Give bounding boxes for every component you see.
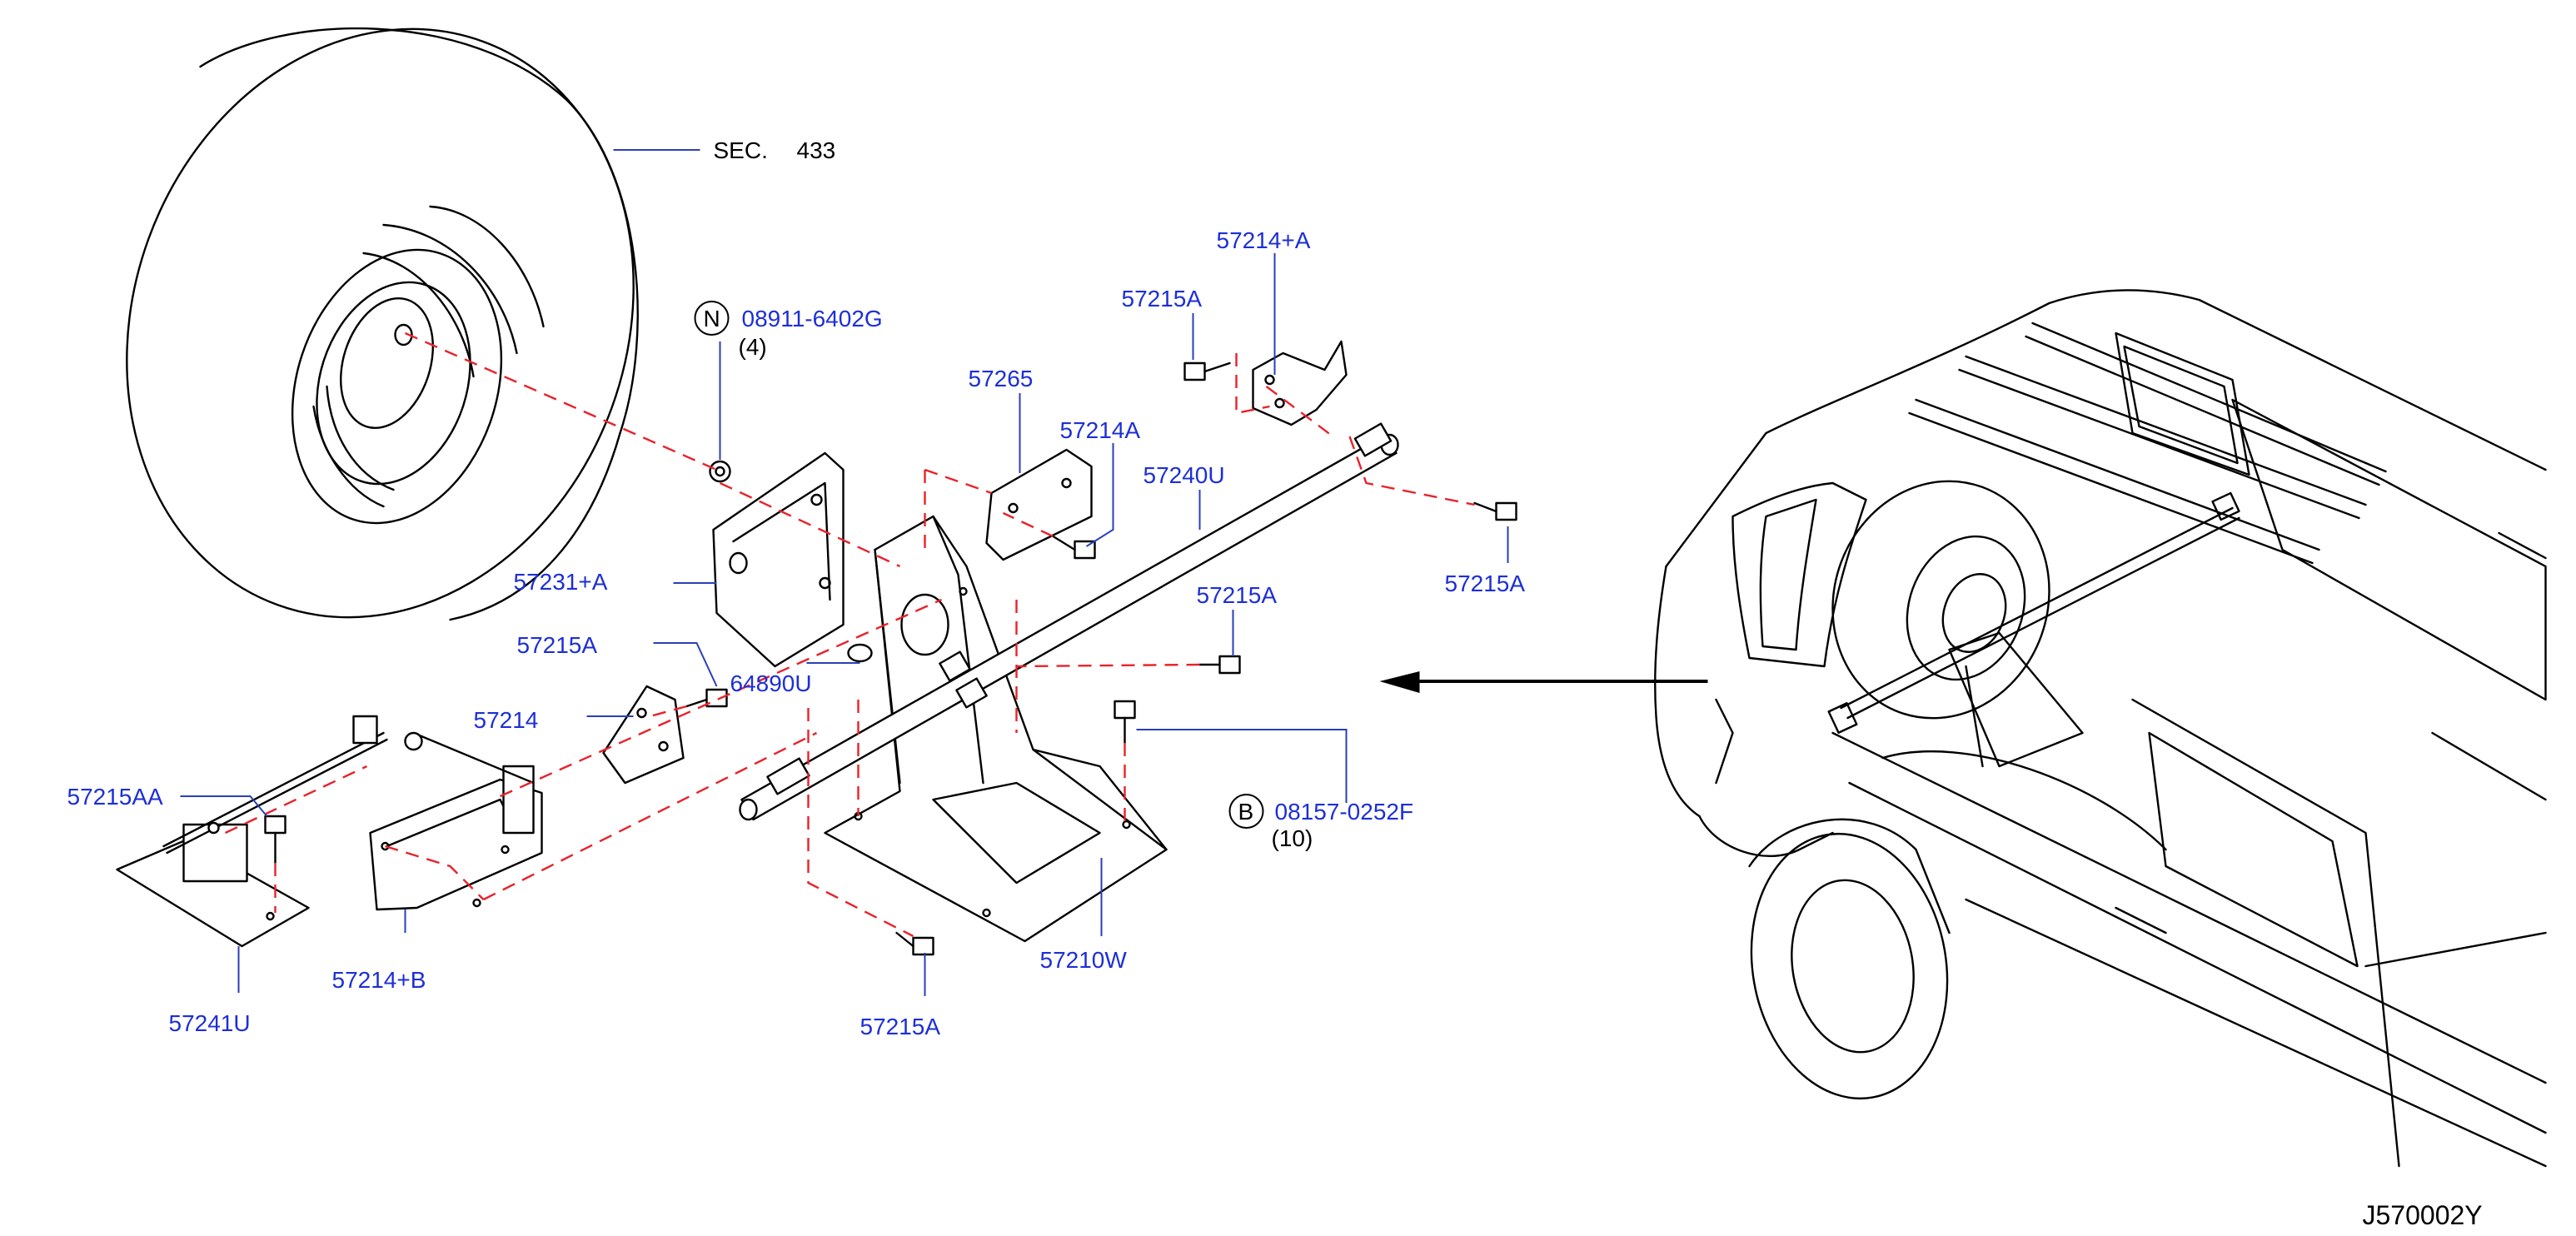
- figure-code: J570002Y: [2363, 1200, 2483, 1230]
- label-sec-prefix: SEC.: [714, 137, 768, 163]
- 57214b-jack-bracket: [369, 731, 543, 911]
- b-symbol: B: [1238, 799, 1254, 825]
- label-08911-qty: (4): [739, 334, 767, 360]
- bolt-57215A-left: [685, 688, 728, 708]
- bolt-57215A-right: [1473, 501, 1517, 521]
- label-57215AA: 57215AA: [67, 784, 164, 810]
- 57240u-rod: [739, 422, 1399, 821]
- hardware: [264, 361, 1517, 956]
- label-08157-qty: (10): [1272, 825, 1313, 851]
- label-57215A-top: 57215A: [1122, 286, 1203, 311]
- label-08911-6402G: 08911-6402G: [742, 306, 883, 331]
- label-57214A: 57214A: [1060, 417, 1141, 443]
- vehicle-outline: [1654, 289, 2547, 1168]
- label-57210W: 57210W: [1040, 947, 1128, 973]
- b-symbol-circle: [1228, 794, 1264, 829]
- bolt-57215A-top: [1183, 361, 1231, 381]
- arrow: [1379, 671, 1708, 693]
- label-57215A-bottom: 57215A: [860, 1014, 941, 1039]
- label-57231-plus-a: 57231+A: [514, 569, 608, 595]
- plug-64890U: [847, 643, 873, 663]
- label-57215A-right: 57215A: [1445, 571, 1526, 596]
- label-57215A-left: 57215A: [517, 632, 598, 658]
- nut-08911: [709, 460, 731, 483]
- 57214a-upper-bracket: [1252, 340, 1348, 426]
- label-08157-0252F: 08157-0252F: [1275, 799, 1414, 825]
- leader-lines: [180, 149, 1509, 996]
- bolt-57215AA: [264, 815, 286, 865]
- label-57215A-mid: 57215A: [1197, 582, 1278, 608]
- label-64890U: 64890U: [730, 670, 812, 696]
- label-57240U: 57240U: [1144, 462, 1225, 488]
- 57241u-plate: [116, 715, 388, 948]
- labels: SEC. 433 N 08911-6402G (4) 57214+A 57215…: [67, 137, 2483, 1230]
- 57265-bracket: [985, 448, 1093, 561]
- 57210w-carrier-bracket: [824, 515, 1168, 943]
- bolt-57215A-mid: [1198, 655, 1241, 675]
- label-57265: 57265: [969, 366, 1034, 391]
- bolt-08157: [1114, 700, 1136, 745]
- label-sec-number: 433: [797, 137, 836, 163]
- n-symbol: N: [704, 306, 720, 331]
- 57231a-bracket: [712, 451, 845, 668]
- label-57241U: 57241U: [169, 1010, 251, 1036]
- label-57214-plus-a: 57214+A: [1217, 227, 1311, 253]
- assembly-lines: [224, 331, 1475, 938]
- bolt-57215A-bottom: [895, 931, 934, 956]
- bolt-57214A: [1052, 535, 1096, 560]
- label-57214-plus-b: 57214+B: [332, 967, 426, 993]
- n-symbol-circle: [694, 301, 730, 336]
- 57214-bracket: [602, 685, 685, 785]
- label-57214: 57214: [474, 707, 539, 733]
- tire-wheel-assembly: [126, 27, 639, 621]
